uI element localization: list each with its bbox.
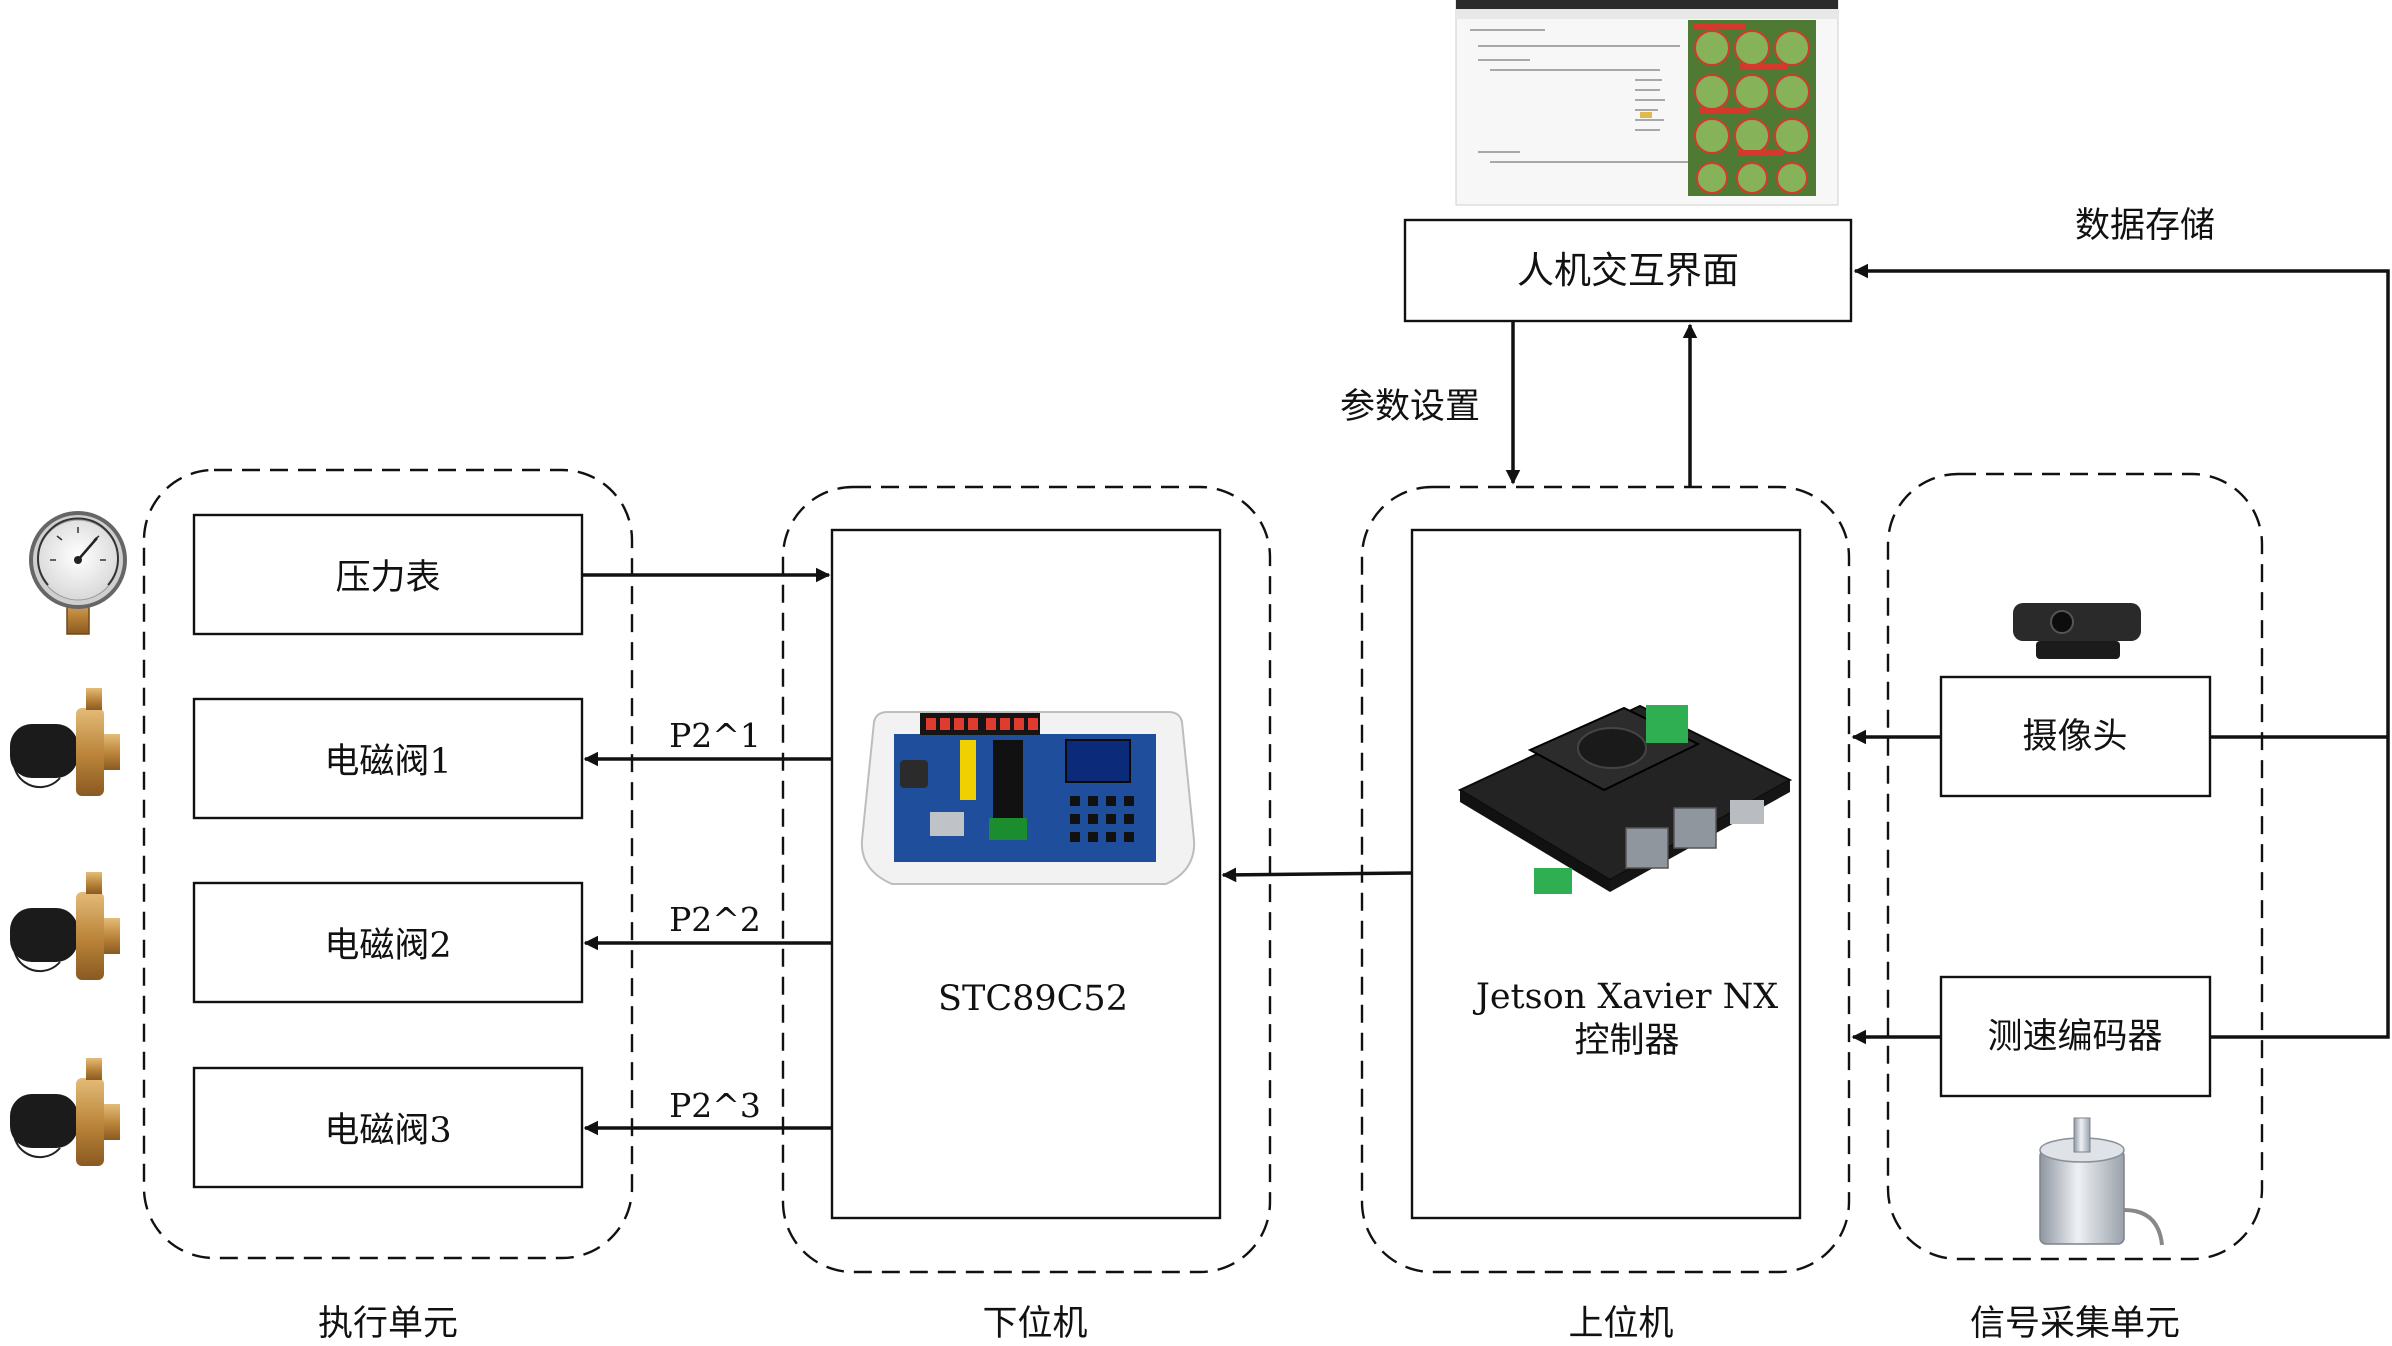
controller-role-label: 控制器 <box>1574 1021 1679 1061</box>
valve3-label: 电磁阀3 <box>324 1111 451 1151</box>
data-storage-label: 数据存储 <box>2075 206 2215 246</box>
controller-to-mcu-arrow <box>1221 867 1413 883</box>
pressure-gauge-box <box>192 513 584 636</box>
param-setting-label: 参数设置 <box>1340 387 1480 427</box>
hmi-title-label: 人机交互界面 <box>1517 249 1739 292</box>
pressure-gauge-label: 压力表 <box>335 558 440 598</box>
hmi-box <box>1403 218 1853 323</box>
valve2-icon <box>10 872 120 980</box>
sensors-to-hmi-storage-line <box>1855 271 2390 1039</box>
port-p23-label: P2^3 <box>669 1086 761 1125</box>
signal-acquisition-title: 信号采集单元 <box>1970 1304 2180 1344</box>
signal-acquisition-group <box>1886 472 2264 1261</box>
valve2-box <box>192 881 584 1004</box>
lower-computer-group <box>781 485 1272 1274</box>
upper-computer-group <box>1360 485 1851 1274</box>
valve2-label: 电磁阀2 <box>324 926 451 966</box>
valve3-icon <box>10 1058 120 1166</box>
port-p21-label: P2^1 <box>669 716 761 755</box>
valve1-icon <box>10 688 120 796</box>
mcu-dev-board-image <box>860 711 1196 885</box>
port-p22-label: P2^2 <box>669 900 761 939</box>
valve1-box <box>192 697 584 820</box>
pressure-gauge-icon <box>29 511 127 635</box>
jetson-board-image <box>1457 704 1793 894</box>
mcu-model-label: STC89C52 <box>938 979 1128 1019</box>
encoder-label: 测速编码器 <box>1987 1017 2162 1057</box>
cabbage-detection-grid <box>1694 30 1810 194</box>
rotary-encoder-icon <box>2039 1117 2164 1246</box>
hmi-screenshot-thumbnail <box>1455 0 1839 206</box>
lower-computer-title: 下位机 <box>982 1304 1087 1344</box>
camera-label: 摄像头 <box>2022 717 2127 757</box>
execution-unit-title: 执行单元 <box>318 1304 458 1344</box>
controller-name-label: Jetson Xavier NX <box>1473 977 1778 1017</box>
execution-unit-group <box>142 468 634 1260</box>
upper-computer-title: 上位机 <box>1568 1304 1673 1344</box>
webcam-icon <box>2013 603 2141 659</box>
valve3-box <box>192 1066 584 1189</box>
valve1-label: 电磁阀1 <box>324 742 451 782</box>
